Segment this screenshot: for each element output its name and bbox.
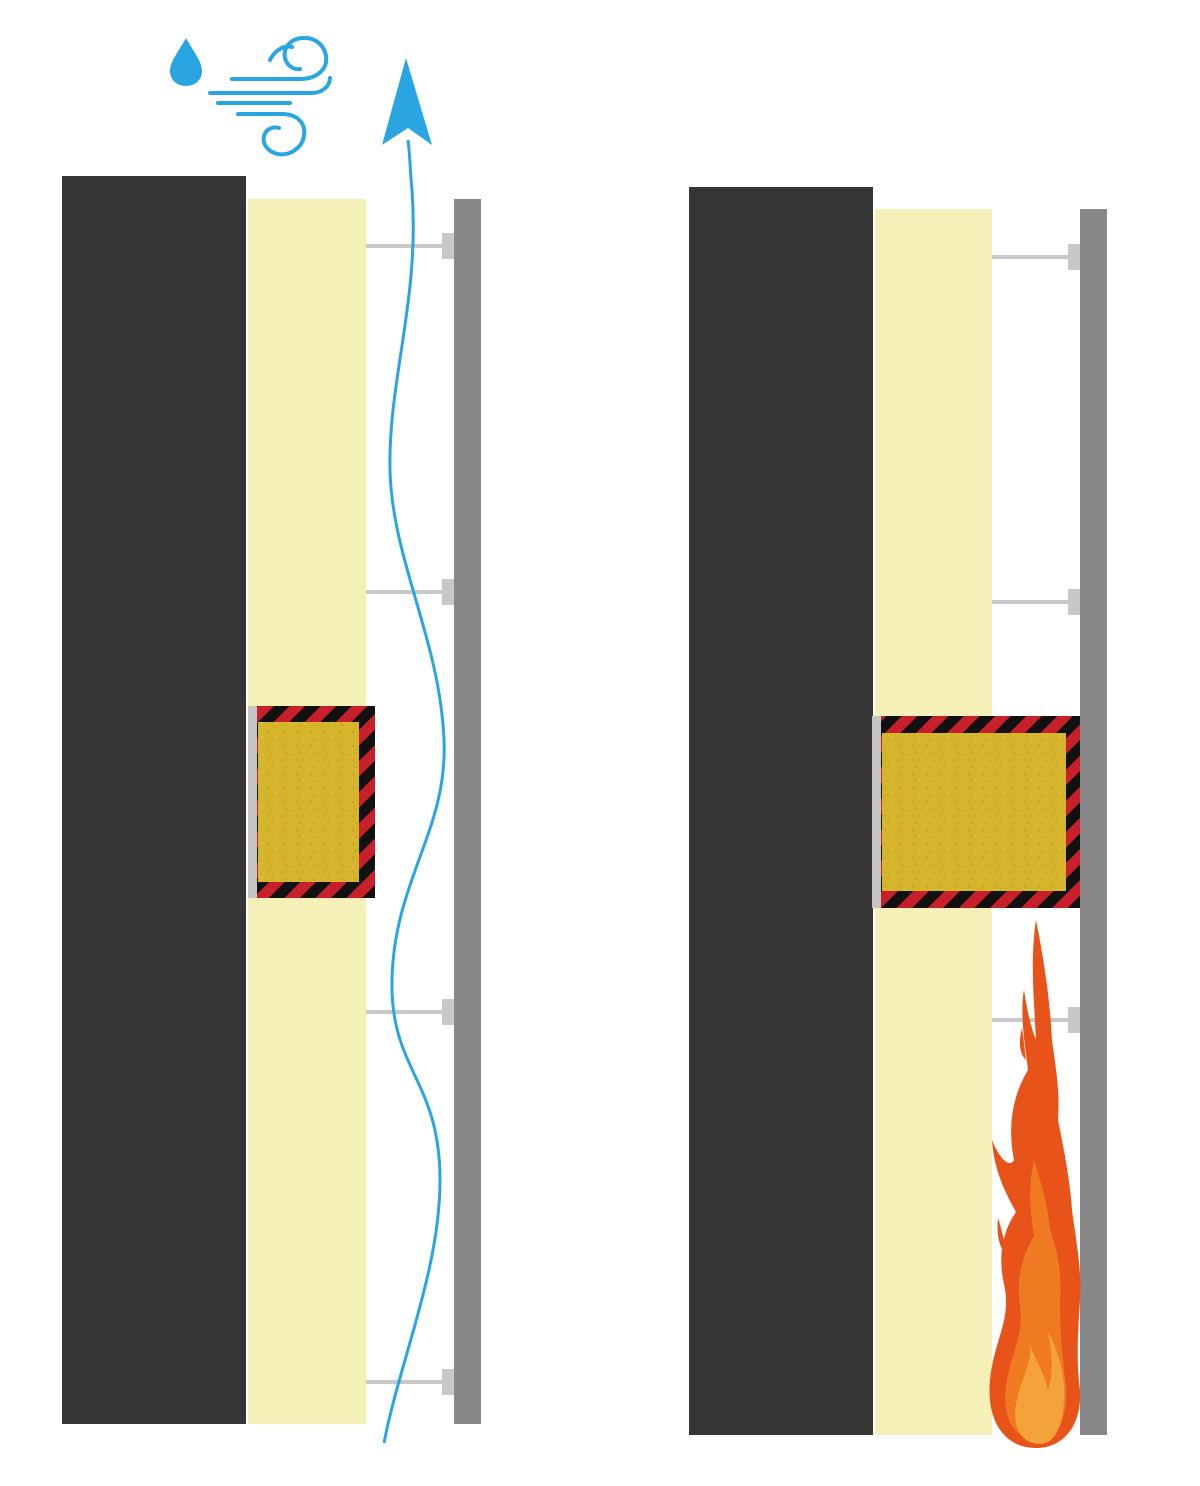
bracket-clip xyxy=(442,233,454,259)
bracket xyxy=(992,1018,1072,1022)
bracket xyxy=(366,244,446,248)
bracket xyxy=(366,590,446,594)
water-drop-icon xyxy=(170,38,202,86)
left-cladding xyxy=(454,199,481,1424)
bracket-clip xyxy=(442,999,454,1025)
right-cavity-barrier xyxy=(872,716,1080,908)
bracket-clip xyxy=(442,1369,454,1395)
bracket-clip xyxy=(1068,589,1080,615)
bracket-clip xyxy=(442,579,454,605)
bracket xyxy=(992,600,1072,604)
left-brackets xyxy=(366,233,454,1395)
right-brackets xyxy=(992,244,1080,1033)
wind-icon xyxy=(208,35,332,157)
airflow-arrow-icon xyxy=(382,58,446,1444)
left-cavity-barrier xyxy=(248,706,375,898)
left-panel xyxy=(62,35,481,1444)
flame-icon xyxy=(989,920,1081,1448)
barrier-strip xyxy=(248,706,258,898)
barrier-mineral-wool xyxy=(258,722,359,882)
left-wall xyxy=(62,176,246,1424)
barrier-strip xyxy=(872,716,882,908)
bracket xyxy=(366,1010,446,1014)
bracket xyxy=(992,255,1072,259)
bracket-clip xyxy=(1068,244,1080,270)
right-cladding xyxy=(1080,209,1107,1435)
right-panel xyxy=(689,187,1107,1448)
bracket-clip xyxy=(1068,1007,1080,1033)
bracket xyxy=(366,1380,446,1384)
right-wall xyxy=(689,187,873,1435)
barrier-mineral-wool xyxy=(882,733,1066,891)
